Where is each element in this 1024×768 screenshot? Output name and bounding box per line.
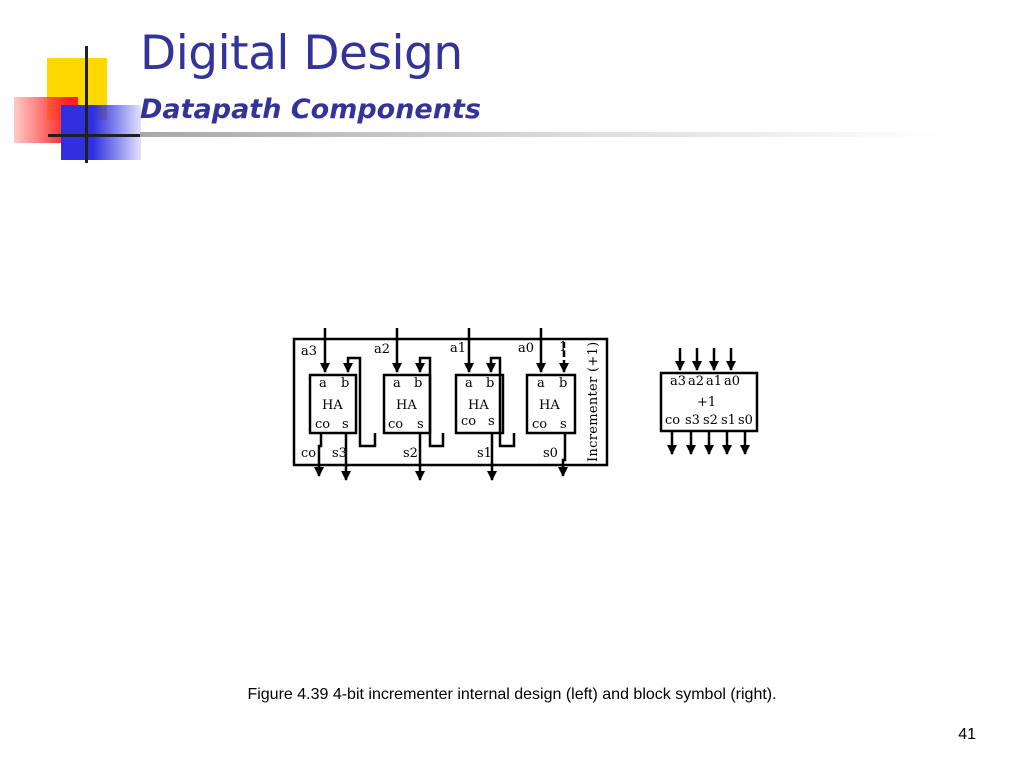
label-constant-one: 1 — [559, 340, 567, 355]
ha3-out-co: co — [315, 417, 330, 432]
symbol-label-s0: s0 — [738, 413, 753, 428]
carry-wire-2 — [343, 356, 377, 448]
decor-horizontal-line — [48, 134, 140, 137]
ha0-in-b: b — [559, 376, 567, 391]
ha2-out-co: co — [388, 417, 403, 432]
wire-co — [314, 433, 324, 477]
label-s1: s1 — [477, 446, 492, 461]
ha-box-3 — [308, 373, 358, 435]
incrementer-svg: a3 a2 a1 a0 1 a b HA co s a b HA co s a … — [292, 328, 759, 481]
ha3-name: HA — [322, 398, 343, 413]
title-underline — [140, 132, 940, 137]
ha2-in-b: b — [414, 376, 422, 391]
symbol-label-a1: a1 — [706, 374, 722, 389]
label-s0: s0 — [543, 446, 558, 461]
ha1-out-co: co — [461, 414, 476, 429]
decor-blue-square — [61, 105, 141, 160]
ha3-in-b: b — [341, 376, 349, 391]
ha1-in-a: a — [465, 376, 473, 391]
incrementer-outline — [292, 337, 609, 467]
ha-box-1 — [454, 373, 505, 435]
incrementer-side-label: Incrementer (+1) — [586, 342, 601, 462]
carry-wire-0 — [486, 356, 516, 448]
symbol-label-a2: a2 — [688, 374, 704, 389]
symbol-op: +1 — [697, 395, 716, 410]
ha3-in-a: a — [319, 376, 327, 391]
label-co: co — [301, 446, 316, 461]
figure-caption: Figure 4.39 4-bit incrementer internal d… — [247, 686, 777, 703]
ha1-in-b: b — [486, 376, 494, 391]
symbol-label-a0: a0 — [724, 374, 740, 389]
ha2-name: HA — [396, 398, 417, 413]
carry-wire-1 — [415, 356, 445, 448]
ha2-out-s: s — [417, 417, 424, 432]
page-number: 41 — [958, 726, 976, 743]
label-s2: s2 — [403, 446, 418, 461]
ha2-in-a: a — [393, 376, 401, 391]
symbol-label-s3: s3 — [685, 413, 700, 428]
label-a3: a3 — [301, 344, 317, 359]
symbol-label-s2: s2 — [703, 413, 718, 428]
ha1-out-s: s — [488, 414, 495, 429]
ha0-out-co: co — [532, 417, 547, 432]
symbol-label-s1: s1 — [721, 413, 736, 428]
label-a0: a0 — [518, 341, 534, 356]
incrementer-diagram: a3 a2 a1 a0 1 a b HA co s a b HA co s a … — [285, 320, 765, 490]
slide-subtitle: Datapath Components — [140, 94, 481, 125]
ha3-out-s: s — [342, 417, 349, 432]
ha1-name: HA — [468, 398, 489, 413]
symbol-label-a3: a3 — [670, 374, 686, 389]
ha-box-0 — [525, 373, 577, 435]
label-a2: a2 — [374, 342, 390, 357]
ha0-in-a: a — [537, 376, 545, 391]
symbol-label-co: co — [665, 413, 680, 428]
label-s3: s3 — [332, 446, 347, 461]
ha0-out-s: s — [560, 417, 567, 432]
decor-vertical-line — [85, 46, 88, 163]
wire-s0 — [558, 433, 568, 477]
slide-header: Digital Design Datapath Components — [0, 0, 1024, 170]
label-a1: a1 — [450, 341, 466, 356]
ha0-name: HA — [539, 398, 560, 413]
slide-title: Digital Design — [140, 26, 463, 81]
